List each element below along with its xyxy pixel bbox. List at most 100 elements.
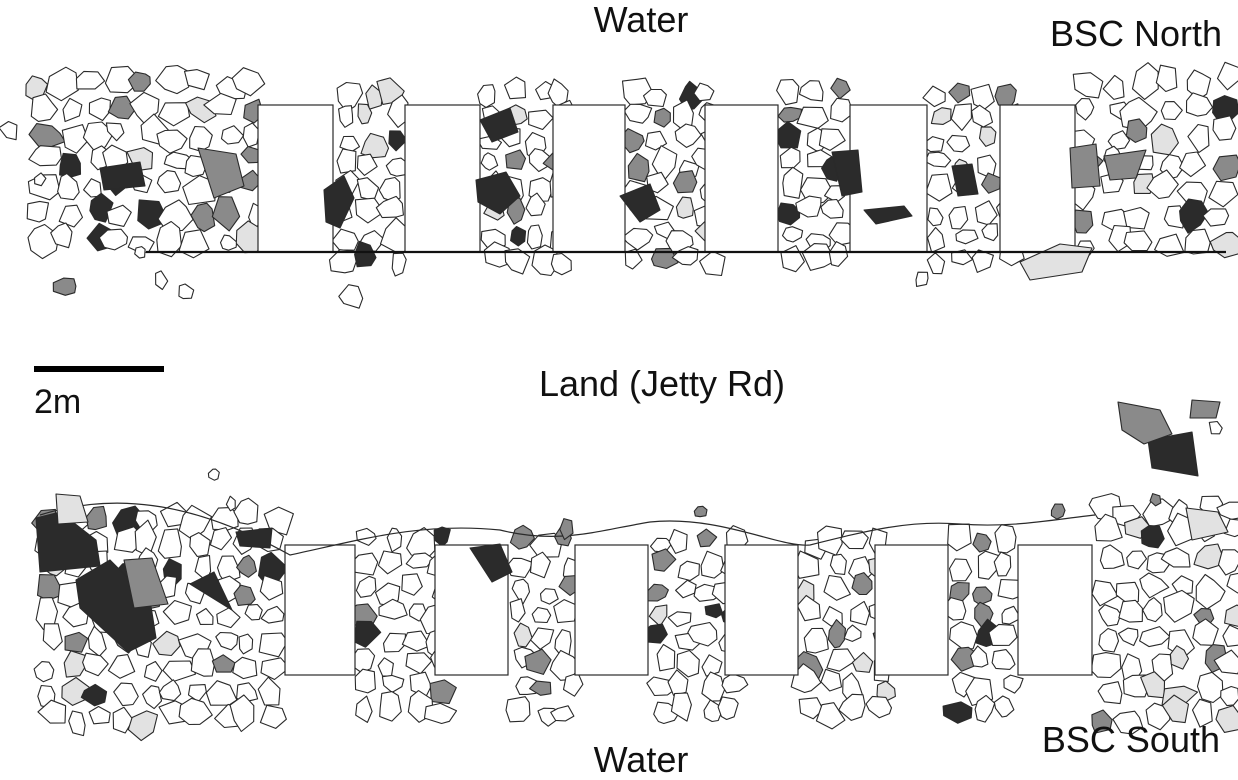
- rock: [1219, 550, 1238, 575]
- rock: [1209, 422, 1222, 434]
- rock: [210, 528, 231, 550]
- rock: [1156, 65, 1177, 91]
- rock: [1116, 582, 1138, 602]
- rock: [380, 692, 402, 722]
- rock: [975, 201, 997, 225]
- rock: [927, 253, 944, 274]
- rock: [376, 196, 403, 217]
- rock: [506, 697, 530, 722]
- rock: [108, 96, 135, 119]
- rock: [777, 80, 799, 105]
- rock: [216, 633, 238, 650]
- rock: [1223, 625, 1238, 646]
- rock: [551, 254, 571, 275]
- rock: [649, 605, 667, 626]
- rock: [1143, 598, 1162, 622]
- rock: [434, 527, 450, 546]
- rock: [1118, 628, 1138, 645]
- rock: [923, 86, 945, 107]
- rock: [916, 272, 928, 286]
- rock: [841, 531, 869, 549]
- rock: [259, 633, 287, 657]
- rock: [1099, 629, 1119, 653]
- rock: [179, 284, 194, 299]
- rock: [925, 152, 951, 167]
- rock: [694, 506, 707, 516]
- rock: [355, 621, 381, 647]
- rock: [389, 131, 407, 151]
- rock: [76, 71, 104, 89]
- rock: [357, 178, 378, 201]
- rock: [1209, 181, 1238, 207]
- rock: [89, 707, 110, 724]
- rock: [781, 246, 804, 272]
- rock: [722, 674, 748, 693]
- rock: [1119, 600, 1143, 622]
- rock: [1188, 125, 1209, 153]
- rock: [505, 77, 526, 99]
- rock: [646, 624, 668, 643]
- rock: [824, 576, 850, 601]
- rock: [831, 78, 850, 98]
- rock: [1073, 210, 1093, 233]
- rock: [1193, 619, 1219, 645]
- rock: [982, 173, 1001, 193]
- rock: [337, 149, 356, 173]
- rock: [951, 104, 971, 131]
- rock: [1187, 93, 1213, 116]
- rock: [239, 634, 253, 654]
- rock: [481, 153, 498, 170]
- rock: [783, 167, 803, 198]
- rock: [135, 247, 145, 259]
- large-rock: [56, 494, 88, 524]
- rock: [222, 126, 244, 144]
- rock: [1092, 580, 1118, 605]
- rock: [928, 228, 945, 253]
- rock: [652, 549, 676, 571]
- rock: [243, 123, 259, 147]
- rock: [982, 224, 998, 241]
- rock: [233, 657, 257, 678]
- concrete-block: [875, 545, 948, 675]
- rock: [668, 612, 691, 627]
- rock: [1180, 152, 1206, 177]
- rock: [478, 85, 495, 108]
- rock: [676, 580, 697, 598]
- rock: [159, 680, 180, 701]
- rock: [700, 251, 726, 275]
- rock: [191, 203, 215, 231]
- rock: [532, 608, 551, 623]
- rock: [153, 631, 180, 655]
- rock: [797, 107, 828, 128]
- water-label-bottom: Water: [22, 742, 1238, 778]
- rock: [145, 662, 163, 682]
- rock: [701, 551, 724, 578]
- rock: [1164, 590, 1195, 622]
- rock: [956, 230, 978, 244]
- rock: [972, 250, 993, 273]
- rock: [622, 228, 652, 250]
- rock: [245, 605, 262, 620]
- rock: [1124, 208, 1150, 229]
- rock: [261, 606, 284, 623]
- scale-label: 2m: [34, 385, 81, 419]
- rock: [705, 604, 723, 618]
- rock: [339, 285, 363, 309]
- rock: [624, 104, 652, 123]
- rock: [29, 124, 65, 149]
- rock: [541, 589, 559, 604]
- rock: [673, 171, 696, 193]
- rock: [971, 84, 994, 109]
- concrete-block: [285, 545, 355, 675]
- rock: [157, 130, 187, 153]
- rock: [654, 108, 670, 127]
- rock: [1151, 124, 1178, 155]
- rock: [157, 171, 180, 193]
- rock: [197, 609, 214, 625]
- rock: [1210, 232, 1238, 257]
- rock: [1140, 573, 1169, 598]
- rock: [1141, 526, 1164, 548]
- rock: [780, 147, 800, 167]
- rock: [1140, 627, 1170, 647]
- rock: [819, 129, 845, 151]
